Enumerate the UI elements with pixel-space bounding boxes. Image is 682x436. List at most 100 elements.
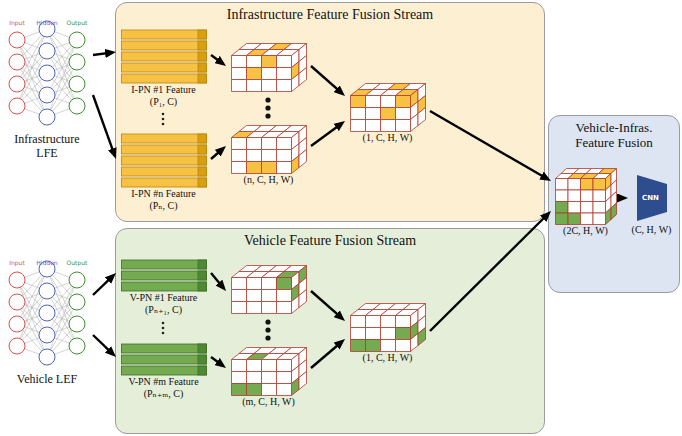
neuron [69,76,85,92]
feature-bar-end [198,134,207,143]
tensor-cell [580,202,593,214]
tensor-cell [261,68,276,80]
point-feature-stack: I-PN #n Feature(Pₙ, C) [117,131,210,214]
tensor-cell [380,316,395,328]
tensor-cell [593,202,606,214]
feature-bar-end [198,63,207,72]
tensor-cell [261,360,276,372]
layer-name: Hidden [36,259,57,266]
layer-name: Hidden [36,19,57,26]
tensor-cell [365,108,380,120]
neuron [39,43,55,59]
arrow [430,215,547,331]
tensor-cell [593,213,606,225]
arrow [311,66,341,93]
tensor-cell [350,108,365,120]
feature-bar-end [198,366,207,375]
tensor-cell [299,372,307,390]
feature-bar [121,355,206,364]
tensor-cell [261,372,276,384]
tensor-cell [246,384,261,396]
arrow [93,276,112,295]
arrow [311,342,341,368]
feature-bars [121,29,207,84]
dot [162,123,165,126]
neuron [39,65,55,81]
tensor-cell [299,290,307,308]
tensor-cell [365,96,380,108]
tensor-cell [365,120,380,132]
arrow [93,335,112,354]
neuron [39,349,55,365]
tensor-stack [231,43,307,174]
feature-bar-end [198,344,207,353]
feature-bar-end [198,145,207,154]
node-label: I-PN #1 Feature [120,84,207,96]
tensor-cell [410,334,418,352]
tensor-cell [261,80,276,92]
feature-bar [121,145,206,154]
feature-bar [121,41,206,50]
neural-network-icon [3,250,91,368]
fused-feature-tensor: (1, C, H, W) [346,301,429,366]
tensor-cell [276,290,291,302]
point-feature-stack: V-PN #m Feature(Pₙ₊ₘ, C) [117,341,210,402]
tensor-cell [276,68,291,80]
neuron [39,305,55,321]
panel-title: Vehicle-Infras. Feature Fusion [555,119,673,150]
tensor-cell [555,213,568,225]
node-label: (Pₙ₊ₘ, C) [120,388,207,400]
tensor-cell [568,202,581,214]
node-label: Infrastructure LFE [3,132,91,160]
tensor-cell [350,340,365,352]
tensor-cell [395,108,410,120]
neuron [69,338,85,354]
neural-network: Vehicle LEF [2,250,92,386]
tensor-cell [246,162,261,174]
feature-bar-end [198,178,207,187]
dot [162,118,165,121]
tensor-cell [580,179,593,191]
fusion-panel: Vehicle-Infras. Feature Fusion (2C, H, W)… [548,115,680,293]
tensor-cell [276,138,291,150]
tensor-cell [555,190,568,202]
tensor-cell [231,138,246,150]
tensor-cell [231,162,246,174]
tensor-cell [261,278,276,290]
panel-title: Vehicle Feature Fusion Stream [122,232,538,249]
arrow [311,124,341,146]
tensor-cell [261,150,276,162]
feature-bar-end [198,282,207,291]
ellipsis-dot [265,97,270,102]
panel-title: Infrastructure Feature Fusion Stream [122,6,538,23]
node-label: I-PN #n Feature [120,188,207,200]
arrow [211,149,222,159]
tensor-cell [299,150,307,168]
feature-tensor-stack: (n, C, H, W) [227,41,310,188]
tensor-cell [246,80,261,92]
node-label: (Pₙ, C) [120,200,207,212]
tensor-cell [568,190,581,202]
tensor-cell [395,120,410,132]
arrow [211,55,222,63]
tensor-cell [231,80,246,92]
tensor-cell [276,278,291,290]
feature-bars [121,259,207,292]
node-label: Vehicle LEF [3,372,91,386]
node-label: (m, C, H, W) [230,396,307,408]
tensor-cell [395,316,410,328]
tensor-cell [380,328,395,340]
feature-bars [121,343,207,376]
node-label: (n, C, H, W) [230,174,307,186]
node-label: (C, H, W) [631,224,672,236]
neuron [39,109,55,125]
feature-tensor-stack: (m, C, H, W) [227,263,310,410]
tensor-cell [410,114,418,132]
tensor-cell [261,384,276,396]
tensor-cell [261,302,276,314]
node-label: (1, C, H, W) [349,132,426,144]
node-label: (2C, H, W) [554,225,617,237]
ellipsis-dot [265,335,270,340]
tensor-cell [395,96,410,108]
